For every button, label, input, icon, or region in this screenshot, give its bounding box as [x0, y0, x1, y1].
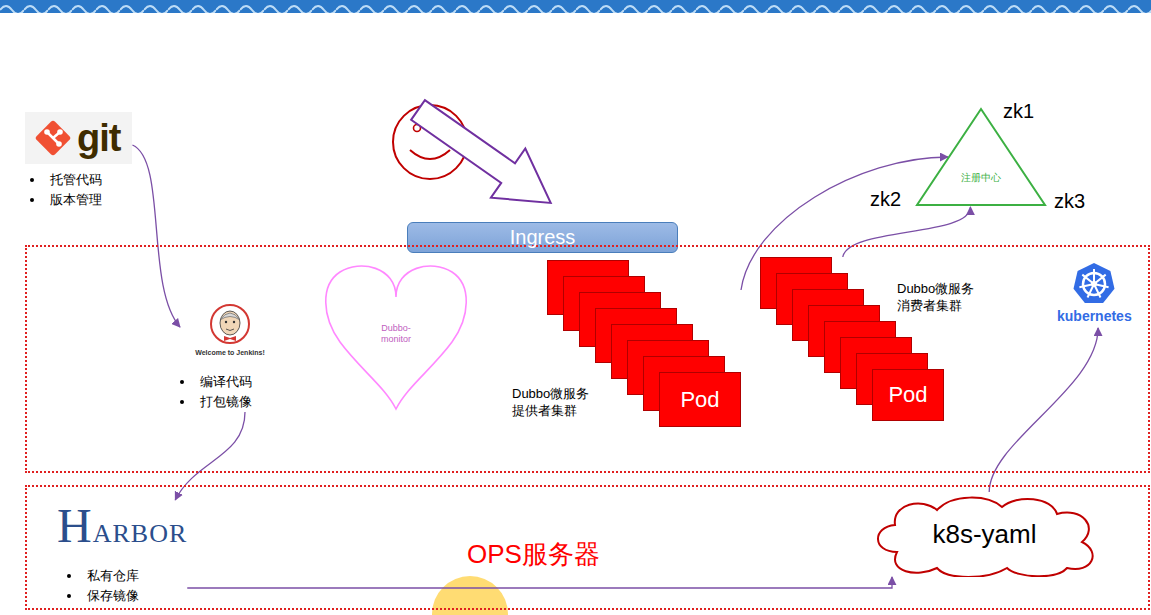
connector-arrow [187, 577, 892, 588]
bullet-item: 私有仓库 [67, 566, 187, 586]
bullet-list: 托管代码版本管理 [25, 170, 132, 210]
bullet-item: 保存镜像 [67, 586, 187, 606]
pod-box: Pod [659, 372, 741, 427]
node-caption: zk1 [1003, 100, 1034, 123]
k8s-cluster-region: kubernetesWelcome to Jenkins! 编译代码打包镜像 Dub… [25, 245, 1150, 473]
git-icon [33, 118, 73, 158]
jenkins-icon [210, 302, 250, 346]
bullet-text: 编译代码 [200, 372, 252, 392]
region-label: kubernetes [1057, 308, 1132, 324]
kubernetes-icon [1072, 262, 1116, 306]
git-dot [44, 129, 50, 135]
kubernetes-logo: kubernetes [1057, 262, 1132, 324]
bullet-item: 打包镜像 [180, 392, 280, 412]
region-label: OPS服务器 [467, 537, 600, 572]
pod-label: Pod [680, 387, 719, 413]
user-block-arrow [401, 85, 568, 227]
git-logo-node: git 托管代码版本管理 [25, 112, 132, 210]
jenkins-hair [220, 313, 240, 320]
jenkins-node: Welcome to Jenkins! 编译代码打包镜像 [180, 302, 280, 412]
bullet-dot [30, 198, 34, 202]
cloud-label: k8s-yaml [932, 519, 1036, 550]
git-logo: git [25, 112, 132, 164]
bullet-text: 版本管理 [50, 190, 102, 210]
heart-shape [326, 266, 467, 409]
cluster-label: Dubbo微服务 提供者集群 [512, 385, 604, 419]
bullet-dot [67, 574, 71, 578]
ops-server-region: OPS服务器 HARBOR 私有仓库保存镜像 k8s-yaml [25, 485, 1150, 610]
triangle-label: 注册中心 [915, 171, 1047, 185]
connector-arrow [989, 328, 1098, 492]
heart-label: Dubbo-monitor [370, 323, 422, 345]
jenkins-eye [225, 321, 227, 323]
jenkins-bowtie [224, 336, 236, 341]
harbor-logo: HARBOR [57, 500, 187, 560]
connector-arrow [132, 145, 180, 327]
jenkins-logo: Welcome to Jenkins! [180, 302, 280, 358]
bullet-text: 打包镜像 [200, 392, 252, 412]
bullet-list: 编译代码打包镜像 [180, 372, 280, 412]
top-band [0, 0, 1151, 13]
cluster-label: Dubbo微服务 消费者集群 [897, 280, 989, 314]
bullet-item: 托管代码 [30, 170, 132, 190]
bullet-item: 编译代码 [180, 372, 280, 392]
yaml-cloud: k8s-yaml [867, 492, 1102, 577]
cloud-shape [878, 498, 1093, 577]
bullet-dot [30, 178, 34, 182]
logo-text: git [77, 116, 120, 160]
git-dot [57, 129, 63, 135]
bullet-text: 托管代码 [50, 170, 102, 190]
connector-arrow [843, 207, 971, 257]
consumer-pod-stack: PodDubbo微服务 消费者集群 [760, 257, 944, 421]
pod-label: Pod [888, 382, 927, 408]
bullet-dot [180, 380, 184, 384]
git-diamond [35, 120, 72, 157]
triangle-shape [917, 109, 1045, 205]
bullet-text: 保存镜像 [87, 586, 139, 606]
git-dot [56, 141, 62, 147]
k8s-heptagon [1074, 263, 1115, 303]
harbor-node: HARBOR 私有仓库保存镜像 [57, 500, 187, 606]
logo-text: Welcome to Jenkins! [195, 348, 265, 358]
bullet-list: 私有仓库保存镜像 [57, 566, 187, 606]
pod-box: Pod [872, 369, 944, 421]
k8s-hub [1091, 281, 1097, 287]
logo-text: HARBOR [57, 500, 187, 560]
node-caption: zk3 [1054, 190, 1085, 213]
jenkins-face [220, 311, 240, 335]
jenkins-smile [226, 329, 234, 331]
jenkins-eye [233, 321, 235, 323]
bullet-dot [67, 594, 71, 598]
ingress-bar: Ingress [407, 222, 678, 253]
bullet-text: 私有仓库 [87, 566, 139, 586]
node-caption: zk2 [870, 188, 901, 211]
bar-label: Ingress [510, 226, 576, 249]
monitor-heart: Dubbo-monitor [320, 257, 472, 412]
provider-pod-stack: PodDubbo微服务 提供者集群 [547, 260, 741, 427]
bullet-dot [180, 400, 184, 404]
bullet-item: 版本管理 [30, 190, 132, 210]
k8s-spokes [1080, 269, 1109, 298]
jenkins-ring [211, 305, 249, 343]
